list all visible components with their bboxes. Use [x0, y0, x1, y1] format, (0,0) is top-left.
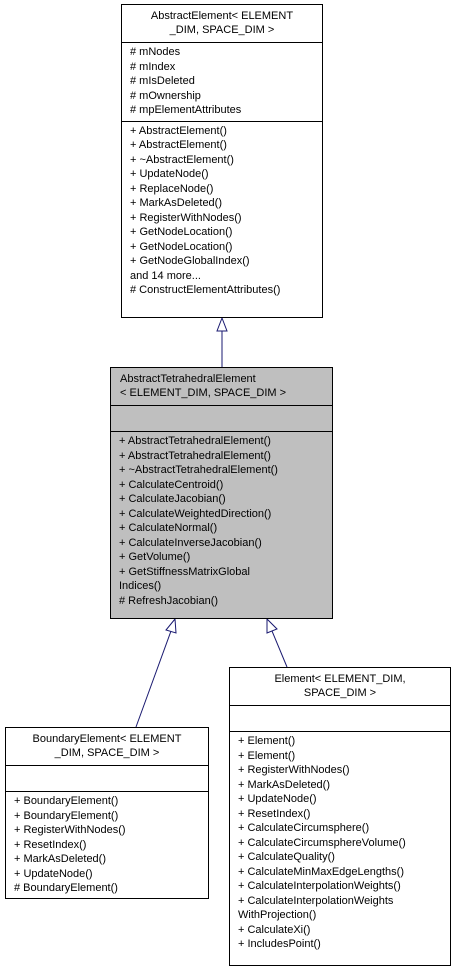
method: + RegisterWithNodes()	[14, 824, 126, 836]
attribute: # mOwnership	[130, 89, 201, 102]
title-line: BoundaryElement< ELEMENT	[32, 733, 182, 745]
method: + UpdateNode()	[14, 867, 93, 880]
method: + ResetIndex()	[14, 838, 87, 851]
method: + MarkAsDeleted()	[238, 778, 331, 791]
class-abstract-tetrahedral-element[interactable]: AbstractTetrahedralElement < ELEMENT_DIM…	[110, 367, 333, 619]
method: + CalculateCircumsphere()	[238, 822, 370, 834]
method: # RefreshJacobian()	[119, 594, 219, 607]
method: + CalculateInterpolationWeights()	[238, 880, 401, 892]
attribute: # mIsDeleted	[130, 75, 195, 87]
method: + GetNodeLocation()	[130, 240, 233, 253]
arrowhead-tetra-right	[266, 617, 278, 634]
method: + ~AbstractTetrahedralElement()	[119, 464, 278, 476]
method: + ResetIndex()	[238, 807, 311, 820]
attributes-section	[111, 405, 332, 431]
method: + CalculateCentroid()	[119, 478, 224, 491]
class-title: Element< ELEMENT_DIM, SPACE_DIM >	[230, 668, 450, 705]
method-continued: Indices()	[119, 580, 162, 592]
method: + ~AbstractElement()	[130, 153, 234, 166]
method: + IncludesPoint()	[238, 938, 321, 950]
title-line: < ELEMENT_DIM, SPACE_DIM >	[120, 387, 287, 399]
method: + MarkAsDeleted()	[14, 853, 107, 865]
method: + BoundaryElement()	[14, 795, 119, 807]
attribute: # mpElementAttributes	[130, 104, 242, 116]
methods-section: + Element() + Element() + RegisterWithNo…	[230, 731, 450, 955]
method: + Element()	[238, 735, 296, 747]
attributes-section	[6, 765, 208, 791]
method-continued: WithProjection()	[238, 909, 317, 921]
class-title: AbstractElement< ELEMENT _DIM, SPACE_DIM…	[122, 5, 322, 42]
methods-section: + BoundaryElement() + BoundaryElement() …	[6, 791, 208, 899]
method: + CalculateMinMaxEdgeLengths()	[238, 865, 405, 878]
attributes-section: # mNodes # mIndex # mIsDeleted # mOwners…	[122, 42, 322, 121]
method: # ConstructElementAttributes()	[130, 284, 281, 296]
title-line: _DIM, SPACE_DIM >	[54, 747, 160, 759]
title-line: Element< ELEMENT_DIM,	[274, 673, 406, 685]
method: + RegisterWithNodes()	[130, 211, 242, 224]
class-title: AbstractTetrahedralElement < ELEMENT_DIM…	[111, 368, 332, 405]
method: + CalculateInverseJacobian()	[119, 536, 262, 549]
title-line: AbstractTetrahedralElement	[120, 373, 256, 385]
method: # BoundaryElement()	[14, 882, 118, 894]
method: + GetNodeGlobalIndex()	[130, 255, 250, 267]
method: + ReplaceNode()	[130, 182, 214, 195]
method: + GetNodeLocation()	[130, 226, 233, 238]
method: + CalculateWeightedDirection()	[119, 507, 272, 520]
method: + CalculateJacobian()	[119, 493, 226, 505]
arrowhead-abstract	[216, 316, 228, 332]
method: + CalculateInterpolationWeights	[238, 894, 394, 907]
methods-section: + AbstractTetrahedralElement() + Abstrac…	[111, 431, 332, 611]
method: + AbstractTetrahedralElement()	[119, 435, 271, 447]
method: + CalculateNormal()	[119, 522, 218, 534]
methods-section: + AbstractElement() + AbstractElement() …	[122, 120, 322, 301]
method: + CalculateQuality()	[238, 851, 335, 863]
attribute: # mIndex	[130, 60, 176, 73]
method: + MarkAsDeleted()	[130, 197, 223, 209]
edge-boundary-to-tetra	[135, 630, 172, 728]
method: + UpdateNode()	[130, 168, 209, 180]
class-title: BoundaryElement< ELEMENT _DIM, SPACE_DIM…	[6, 728, 208, 765]
arrowhead-tetra-left	[165, 617, 177, 634]
method: + AbstractElement()	[130, 139, 227, 151]
method: + AbstractElement()	[130, 124, 227, 137]
more-methods-link[interactable]: and 14 more...	[130, 269, 201, 282]
method: + AbstractTetrahedralElement()	[119, 449, 271, 462]
method: + GetStiffnessMatrixGlobal	[119, 565, 250, 578]
method: + CalculateXi()	[238, 923, 311, 936]
method: + CalculateCircumsphereVolume()	[238, 836, 406, 849]
attributes-section	[230, 705, 450, 731]
title-line: SPACE_DIM >	[303, 687, 377, 699]
method: + Element()	[238, 749, 296, 762]
class-boundary-element[interactable]: BoundaryElement< ELEMENT _DIM, SPACE_DIM…	[5, 727, 209, 899]
edge-element-to-tetra	[271, 630, 288, 668]
title-line: AbstractElement< ELEMENT	[150, 10, 294, 22]
method: + UpdateNode()	[238, 793, 317, 805]
attribute: # mNodes	[130, 46, 181, 58]
method: + BoundaryElement()	[14, 809, 119, 822]
class-abstract-element[interactable]: AbstractElement< ELEMENT _DIM, SPACE_DIM…	[121, 4, 323, 318]
class-element[interactable]: Element< ELEMENT_DIM, SPACE_DIM > + Elem…	[229, 667, 451, 966]
method: + GetVolume()	[119, 551, 191, 563]
method: + RegisterWithNodes()	[238, 764, 350, 776]
title-line: _DIM, SPACE_DIM >	[169, 24, 275, 36]
